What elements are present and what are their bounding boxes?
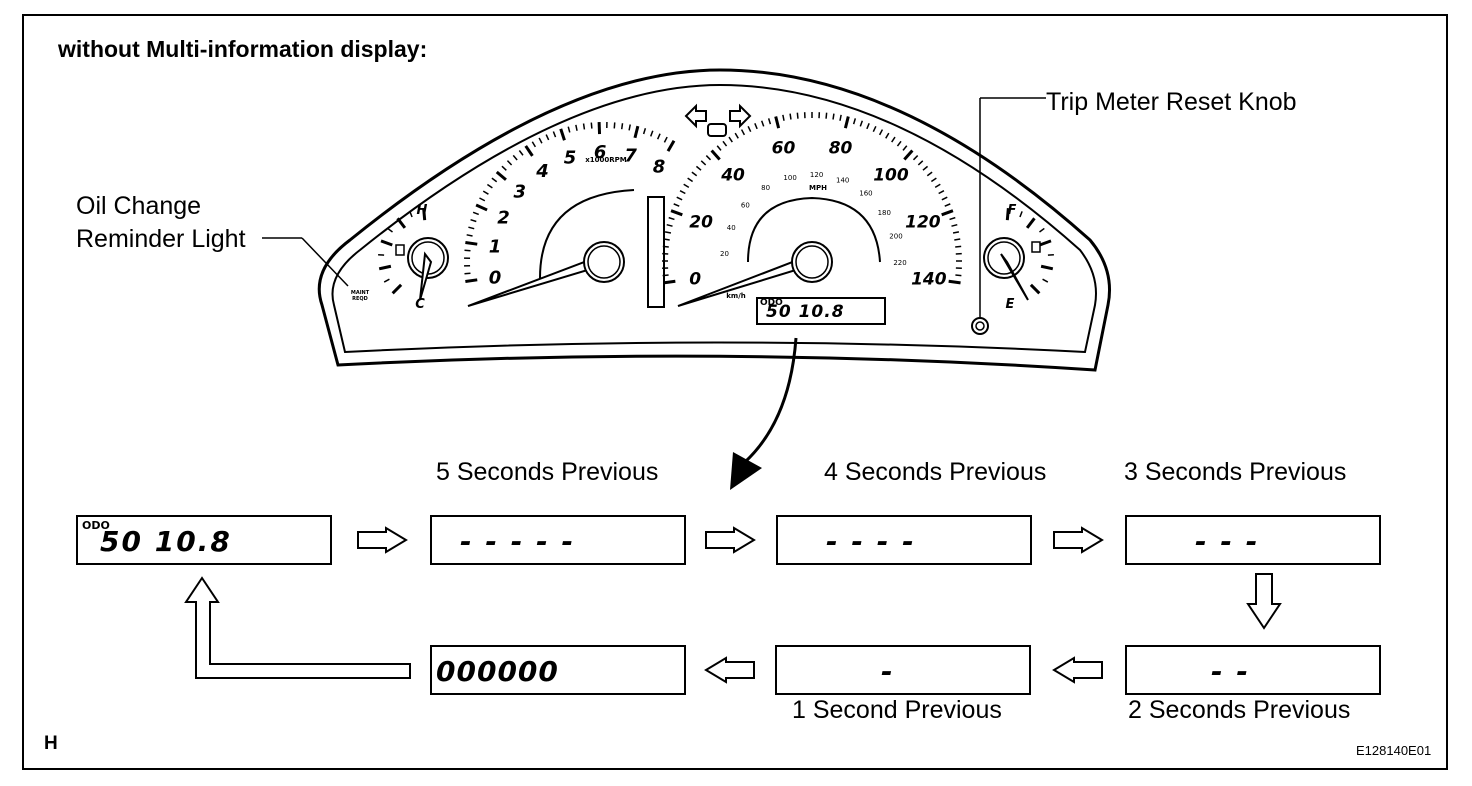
step-caption-3s: 3 Seconds Previous bbox=[1124, 458, 1347, 486]
mph-unit-label: MPH bbox=[809, 184, 827, 192]
flow-arrow-return bbox=[184, 576, 411, 679]
corner-letter: H bbox=[44, 733, 58, 754]
tach-tick-label: 0 bbox=[489, 267, 502, 288]
kmh-tick-label: 220 bbox=[893, 259, 906, 267]
cluster-odo-value: 50 10.8 bbox=[766, 302, 845, 322]
temperature-scale bbox=[378, 208, 427, 295]
kmh-tick-label: 180 bbox=[878, 209, 891, 217]
fuel-empty-label: E bbox=[1006, 297, 1015, 312]
tach-tick-label: 8 bbox=[653, 157, 666, 178]
mph-tick-label: 80 bbox=[829, 139, 853, 159]
pointer-curve-arrowhead bbox=[730, 452, 762, 490]
tach-tick-label: 2 bbox=[497, 207, 510, 228]
kmh-tick-label: 40 bbox=[727, 224, 736, 232]
indicator-lamp-icon bbox=[707, 123, 727, 137]
display-2s: - - bbox=[1125, 645, 1381, 695]
fuel-needle bbox=[1000, 253, 1029, 301]
tach-tick-label: 7 bbox=[624, 145, 637, 166]
flow-arrow-2 bbox=[705, 526, 756, 554]
display-3s: - - - bbox=[1125, 515, 1381, 565]
odometer-start-value: 50 10.8 bbox=[100, 525, 232, 558]
mph-tick-label: 60 bbox=[772, 139, 796, 159]
kmh-tick-label: 140 bbox=[836, 177, 849, 185]
display-2s-value: - - bbox=[1211, 655, 1250, 688]
temp-hot-label: H bbox=[417, 203, 428, 218]
kmh-tick-label: 80 bbox=[761, 184, 770, 192]
speed-inner-arc bbox=[747, 196, 881, 263]
kmh-tick-label: 60 bbox=[741, 201, 750, 209]
display-1s-value: - bbox=[881, 655, 895, 688]
tach-tick-label: 1 bbox=[489, 237, 502, 258]
maint-reqd-label-2: REQD bbox=[352, 296, 368, 302]
speed-hub bbox=[791, 241, 833, 283]
tach-hub bbox=[583, 241, 625, 283]
tach-tick-label: 6 bbox=[594, 142, 607, 163]
tach-unit-label: x1000RPM bbox=[585, 156, 627, 164]
odometer-start-display: ODO 50 10.8 bbox=[76, 515, 332, 565]
display-reset: 000000 bbox=[430, 645, 686, 695]
mph-tick-label: 40 bbox=[720, 165, 745, 185]
display-1s: - bbox=[775, 645, 1031, 695]
display-4s: - - - - bbox=[776, 515, 1032, 565]
turn-right-icon bbox=[729, 103, 752, 129]
speedometer-scale bbox=[661, 112, 963, 285]
mph-tick-label: 0 bbox=[689, 269, 701, 289]
odo-label: ODO bbox=[82, 519, 110, 532]
display-3s-value: - - - bbox=[1195, 525, 1260, 558]
tach-inner-arc bbox=[539, 189, 635, 279]
temp-needle bbox=[419, 251, 433, 301]
flow-arrow-5 bbox=[1052, 656, 1103, 684]
trip-meter-label: Trip Meter Reset Knob bbox=[1046, 88, 1297, 116]
tach-tick-label: 3 bbox=[513, 181, 526, 202]
display-5s-value: - - - - - bbox=[460, 525, 576, 558]
fuel-full-label: F bbox=[1008, 203, 1017, 218]
turn-left-icon bbox=[684, 103, 707, 129]
kmh-tick-label: 200 bbox=[889, 233, 902, 241]
kmh-tick-label: 100 bbox=[783, 174, 796, 182]
mph-tick-label: 140 bbox=[911, 269, 947, 289]
fuel-scale bbox=[1005, 208, 1054, 295]
display-5s: - - - - - bbox=[430, 515, 686, 565]
flow-arrow-6 bbox=[704, 656, 755, 684]
display-4s-value: - - - - bbox=[826, 525, 916, 558]
fuel-pump-icon bbox=[1031, 241, 1041, 253]
trip-meter-reset-knob bbox=[971, 317, 989, 335]
figure-heading: without Multi-information display: bbox=[58, 36, 428, 62]
coolant-icon bbox=[395, 244, 405, 256]
kmh-tick-label: 20 bbox=[720, 250, 729, 258]
oil-change-label-line2: Reminder Light bbox=[76, 225, 246, 253]
step-caption-1s: 1 Second Previous bbox=[792, 696, 1002, 724]
cluster-housing-outer bbox=[317, 68, 1112, 372]
cluster-housing-inner bbox=[331, 83, 1097, 354]
display-reset-value: 000000 bbox=[436, 655, 559, 688]
mph-tick-label: 100 bbox=[873, 165, 909, 185]
tachometer-scale bbox=[464, 122, 676, 283]
center-indicator-bar bbox=[647, 196, 665, 308]
maint-reqd-label-1: MAINT bbox=[351, 290, 370, 296]
step-caption-2s: 2 Seconds Previous bbox=[1128, 696, 1351, 724]
step-caption-5s: 5 Seconds Previous bbox=[436, 458, 659, 486]
tach-tick-label: 4 bbox=[535, 161, 549, 182]
cluster-odometer-display bbox=[756, 297, 886, 325]
kmh-tick-label: 160 bbox=[859, 189, 872, 197]
oil-change-label-line1: Oil Change bbox=[76, 192, 202, 220]
tach-tick-label: 5 bbox=[564, 147, 577, 168]
flow-arrow-1 bbox=[357, 526, 408, 554]
figure-id: E128140E01 bbox=[1356, 743, 1432, 758]
kmh-tick-label: 120 bbox=[810, 171, 823, 179]
mph-tick-label: 120 bbox=[905, 213, 941, 233]
flow-arrow-3 bbox=[1053, 526, 1104, 554]
flow-arrow-4 bbox=[1246, 573, 1282, 630]
figure-frame bbox=[22, 14, 1448, 770]
cluster-odo-label: ODO bbox=[760, 298, 783, 308]
pointer-curve-arrow bbox=[743, 337, 798, 464]
mph-tick-label: 20 bbox=[689, 213, 713, 233]
step-caption-4s: 4 Seconds Previous bbox=[824, 458, 1047, 486]
temp-cold-label: C bbox=[415, 297, 425, 312]
kmh-unit-label: km/h bbox=[726, 292, 746, 300]
